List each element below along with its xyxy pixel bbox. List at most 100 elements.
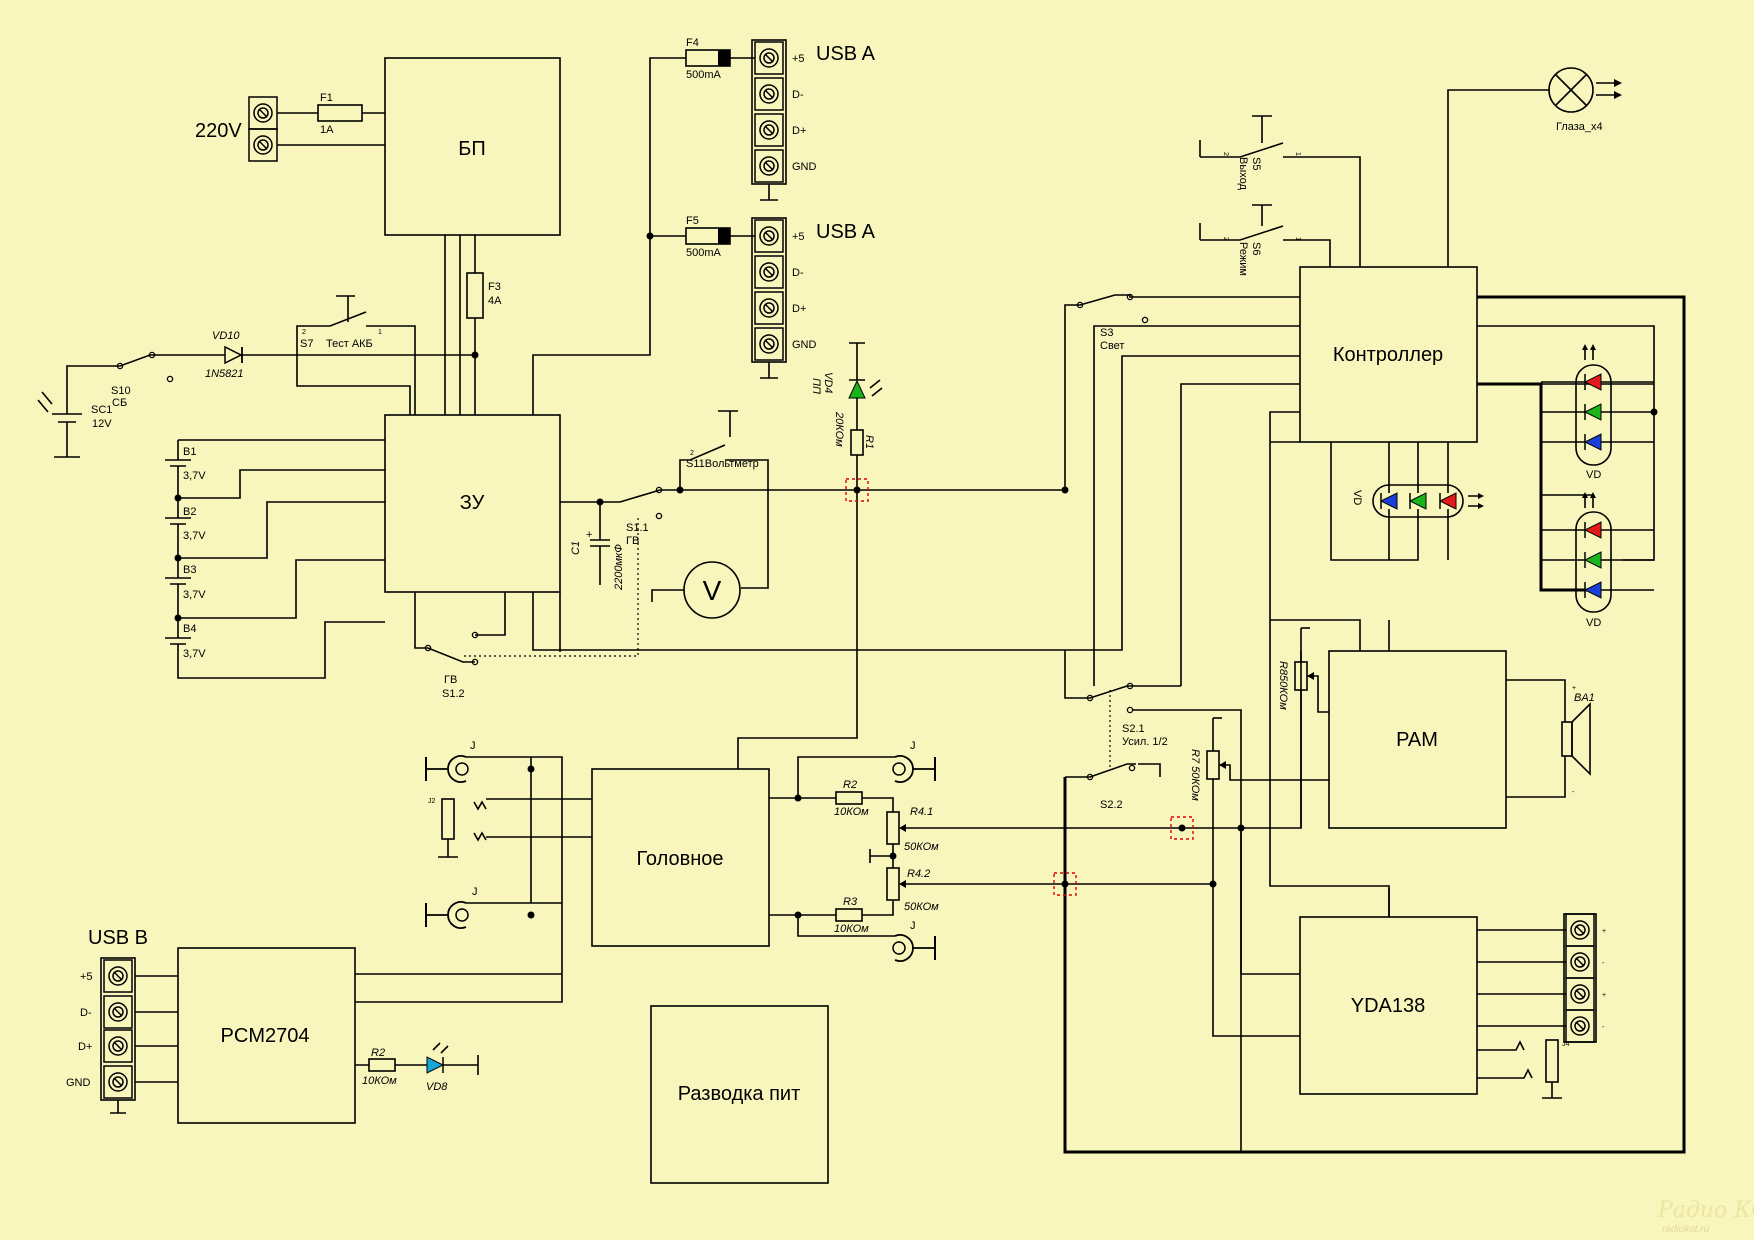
block-controller: Контроллер xyxy=(1299,266,1478,443)
capacitor-c1-value: 2200мкФ xyxy=(613,544,625,591)
mains-label: 220V xyxy=(195,120,242,142)
switch-s10: S10 СБ xyxy=(66,351,174,409)
led-vd8: VD8 xyxy=(426,1042,479,1093)
switch-s1-2: ГВ S1.2 xyxy=(414,592,506,700)
potentiometer-r4-1-value: 50КОм xyxy=(904,841,939,853)
usb-b-label: USB B xyxy=(88,927,148,949)
resistor-r1: R1 20КОм xyxy=(833,411,875,456)
yda-output-pin-1: + xyxy=(1602,928,1606,935)
jack-j2-label: J2 xyxy=(428,798,436,805)
fuse-f3-value: 4A xyxy=(488,295,502,307)
resistor-r2-pcm: R2 10КОм xyxy=(355,1047,427,1087)
resistor-r2-value: 10КОм xyxy=(834,806,869,818)
switch-s5-pin2: 2 xyxy=(1222,152,1229,156)
block-zu-label: ЗУ xyxy=(460,492,485,514)
jack-left-top-label: J xyxy=(470,740,476,752)
switch-s7-label: S7 xyxy=(300,338,313,350)
block-golovnoe: Головное xyxy=(591,768,770,947)
switch-s11-pin2: 2 xyxy=(690,450,694,457)
block-zu: ЗУ xyxy=(384,414,561,593)
potentiometer-r8-label: R850КОм xyxy=(1277,661,1289,710)
switch-s7-pin1: 1 xyxy=(378,329,382,336)
led-cluster-vd-bottom: VD xyxy=(1541,492,1654,629)
resistor-r2-pcm-label: R2 xyxy=(371,1047,385,1059)
battery-b1-label: B1 xyxy=(183,446,196,458)
yda-output-pin-4: - xyxy=(1602,1024,1605,1031)
diode-vd10: VD10 1N5821 xyxy=(205,330,244,380)
diode-vd10-value: 1N5821 xyxy=(205,368,244,380)
fuse-f4: F4 500mA xyxy=(685,37,731,81)
fuse-f4-value: 500mA xyxy=(686,69,722,81)
fuse-f5-value: 500mA xyxy=(686,247,722,259)
solar-cell-sc1-value: 12V xyxy=(92,418,112,430)
usb-a-2-pin-5v: +5 xyxy=(792,231,805,243)
switch-s5: S5 Выход 2 1 xyxy=(1199,115,1361,267)
capacitor-c1-plus: + xyxy=(586,529,592,541)
mains-connector: 220V xyxy=(195,96,278,162)
usb-b-pin-dp: D+ xyxy=(78,1041,92,1053)
capacitor-c1-label: C1 xyxy=(570,541,582,555)
fuse-f3-label: F3 xyxy=(488,281,501,293)
potentiometer-r4-2-label: R4.2 xyxy=(907,868,930,880)
switch-s2: S2.1 Усил. 1/2 S2.2 xyxy=(1064,650,1242,1152)
led-cluster-vd-top: VD xyxy=(1541,344,1658,481)
potentiometer-r8: R850КОм xyxy=(1277,627,1329,828)
speaker-ba1: BA1 + - xyxy=(1506,679,1595,798)
usb-a-2-pin-dp: D+ xyxy=(792,303,806,315)
switch-s2-1-label: S2.1 xyxy=(1122,723,1145,735)
usb-b-pin-gnd: GND xyxy=(66,1077,91,1089)
block-razvodka: Разводка пит xyxy=(650,1005,829,1184)
fuse-f4-label: F4 xyxy=(686,37,699,49)
led-vd8-label: VD8 xyxy=(426,1081,448,1093)
usb-a-1-pin-dp: D+ xyxy=(792,125,806,137)
fuse-f3: F3 4A xyxy=(466,272,502,319)
potentiometer-r7-label: R7 50КОм xyxy=(1189,749,1201,801)
usb-a-1-pin-dm: D- xyxy=(792,89,804,101)
switch-s10-label: S10 xyxy=(111,385,131,397)
fuse-f5: F5 500mA xyxy=(685,215,731,259)
potentiometer-r4-2-value: 50КОм xyxy=(904,901,939,913)
fuse-f1-label: F1 xyxy=(320,92,333,104)
switch-s2-name: Усил. 1/2 xyxy=(1122,736,1168,748)
usb-b-pin-5v: +5 xyxy=(80,971,93,983)
potentiometer-r7: R7 50КОм xyxy=(1189,717,1329,1037)
led-cluster-vd-top-label: VD xyxy=(1586,469,1601,481)
switch-s7-name: Тест АКБ xyxy=(326,338,373,350)
potentiometer-r4-1-label: R4.1 xyxy=(910,806,933,818)
jack-right-top: J xyxy=(852,740,936,783)
block-bp-label: БП xyxy=(458,138,486,160)
battery-b2-value: 3,7V xyxy=(183,530,206,542)
block-pam-label: PAM xyxy=(1396,729,1438,751)
resistor-r2-label: R2 xyxy=(843,779,857,791)
switch-s11: S11Вольтметр 2 xyxy=(679,410,769,589)
switch-s3-label: S3 xyxy=(1100,327,1113,339)
selection-marker-3 xyxy=(1053,872,1077,896)
resistor-r2: R2 10КОм xyxy=(834,779,869,818)
usb-a-2-label: USB A xyxy=(816,221,876,243)
fuse-f1: F1 1A xyxy=(317,92,363,136)
switch-s6-name: Режим xyxy=(1237,242,1249,276)
switch-s1-1-gv: ГВ xyxy=(626,535,639,547)
jack-left-bottom-label: J xyxy=(472,886,478,898)
block-yda138-label: YDA138 xyxy=(1351,995,1426,1017)
usb-b-connector: USB B +5 D- D+ GND xyxy=(66,927,148,1114)
solar-cell-sc1-label: SC1 xyxy=(91,404,112,416)
yda-output-pin-3: + xyxy=(1602,992,1606,999)
usb-a-1-pin-5v: +5 xyxy=(792,53,805,65)
jack-right-top-label: J xyxy=(910,740,916,752)
switch-s10-name: СБ xyxy=(112,397,127,409)
switch-s6: S6 Режим 2 1 xyxy=(1199,204,1331,276)
yda-output-pin-2: - xyxy=(1602,960,1605,967)
lamp-eyes-label: Глаза_x4 xyxy=(1556,121,1603,133)
watermark-brand: Радио КОТ xyxy=(1657,1198,1754,1223)
jack-right-bottom-label: J xyxy=(910,920,916,932)
usb-a-1-label: USB A xyxy=(816,43,876,65)
resistor-r1-value: 20КОм xyxy=(833,411,845,447)
resistor-r2-pcm-value: 10КОм xyxy=(362,1075,397,1087)
resistor-r3: R3 10КОм xyxy=(834,896,869,935)
block-pcm2704: PCM2704 xyxy=(177,947,356,1124)
usb-a-2-pin-gnd: GND xyxy=(792,339,817,351)
battery-stack: B1 3,7V B2 3,7V B3 3,7V B4 3,7V xyxy=(165,439,385,679)
usb-b-pin-dm: D- xyxy=(80,1007,92,1019)
switch-s3-name: Свет xyxy=(1100,340,1124,352)
